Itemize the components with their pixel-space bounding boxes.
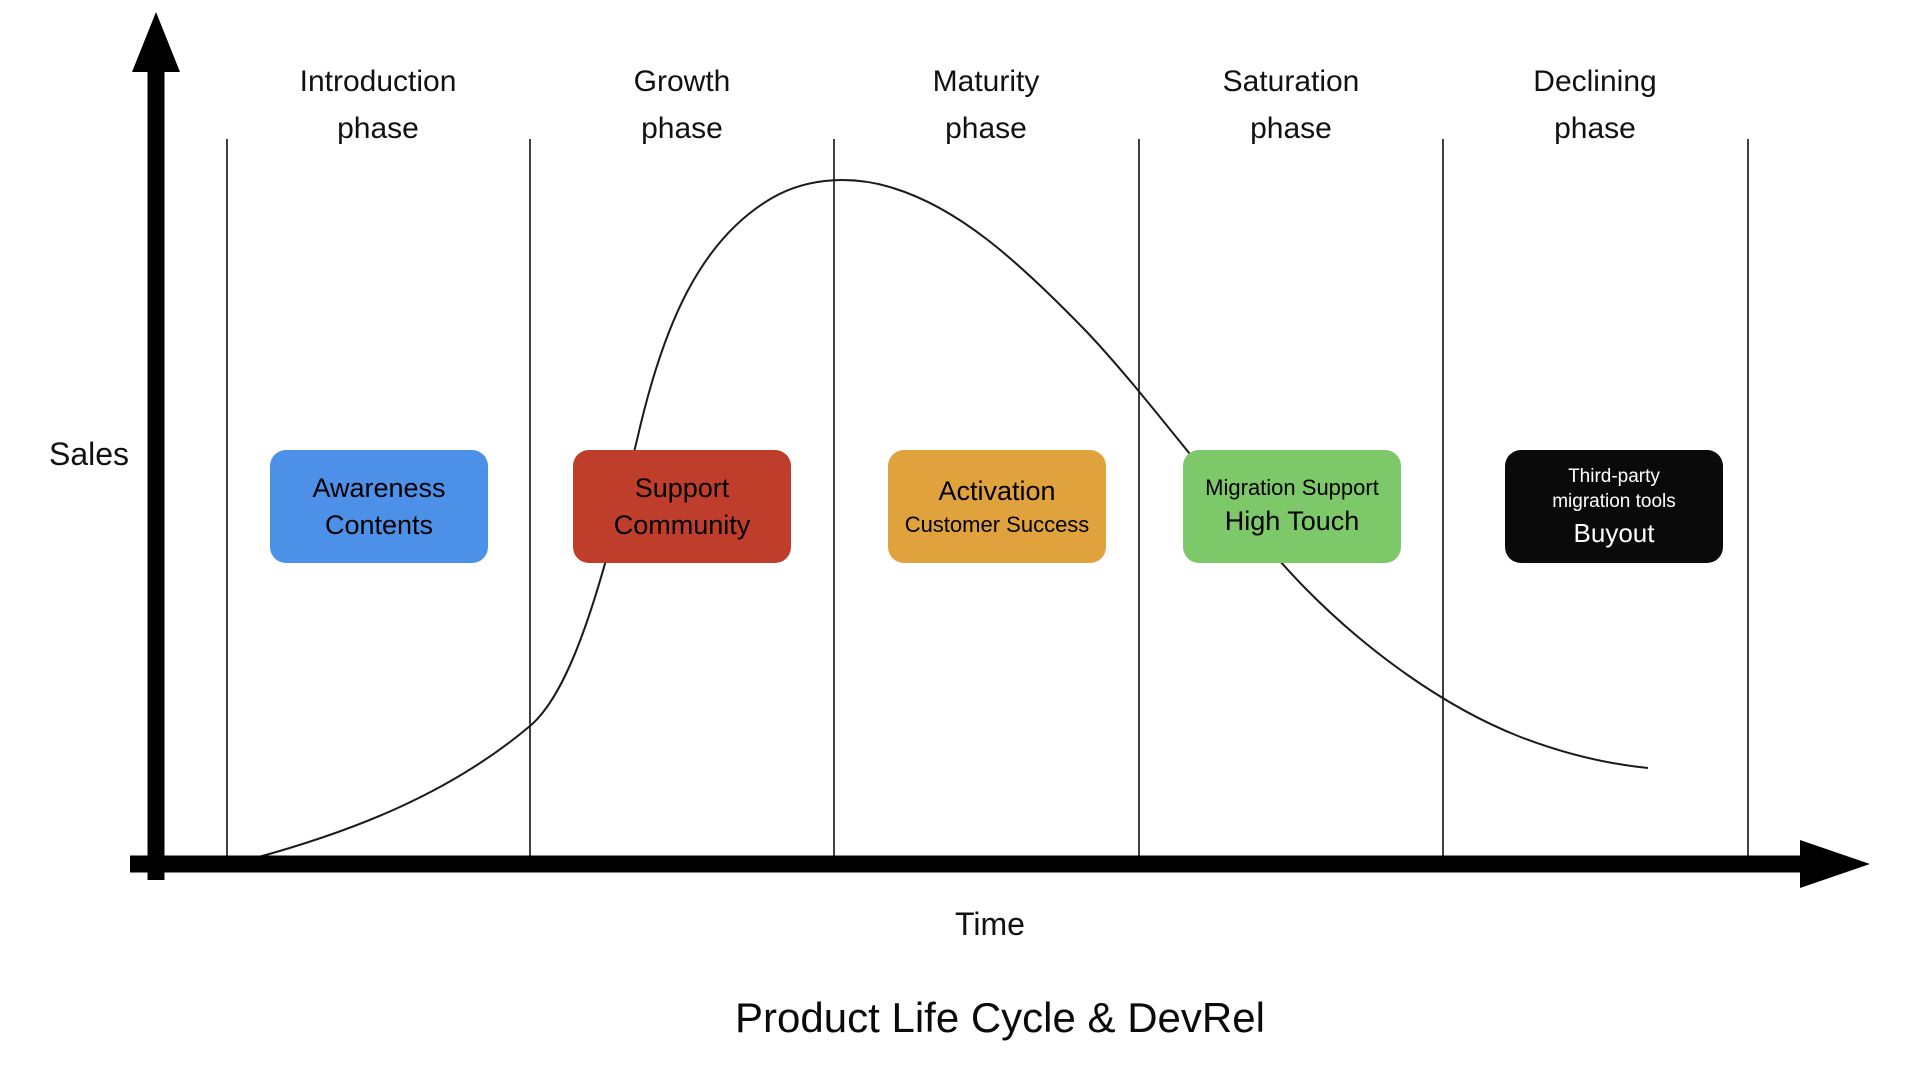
phase-word: phase	[945, 112, 1027, 145]
box-support-community: Support Community	[573, 450, 791, 563]
box-line: Activation	[938, 476, 1056, 506]
box-line: Migration Support	[1205, 475, 1379, 500]
y-axis-label: Sales	[48, 436, 130, 472]
box-third-party-buyout: Third-party migration tools Buyout	[1505, 450, 1723, 563]
phase-label-saturation: Saturation phase	[1141, 58, 1441, 152]
phase-name: Maturity	[932, 65, 1040, 98]
phase-word: phase	[337, 112, 419, 145]
phase-word: phase	[1554, 112, 1636, 145]
box-line: Customer Success	[904, 512, 1090, 537]
phase-label-declining: Declining phase	[1445, 58, 1745, 152]
phase-name: Introduction	[299, 65, 457, 98]
phase-word: phase	[1250, 112, 1332, 145]
box-awareness-contents: Awareness Contents	[270, 450, 488, 563]
box-line: Awareness	[312, 472, 446, 503]
box-line: migration tools	[1552, 490, 1676, 512]
phase-label-maturity: Maturity phase	[836, 58, 1136, 152]
box-line: Third-party	[1568, 465, 1660, 487]
phase-name: Saturation	[1222, 65, 1360, 98]
box-activation-customer-success: Activation Customer Success	[888, 450, 1106, 563]
x-axis-arrowhead-icon	[1800, 840, 1870, 888]
box-line: Community	[613, 509, 751, 540]
y-axis-arrowhead-icon	[132, 12, 180, 72]
phase-label-growth: Growth phase	[532, 58, 832, 152]
diagram-title: Product Life Cycle & DevRel	[735, 994, 1265, 1041]
box-line: Buyout	[1573, 517, 1655, 548]
box-line: Support	[634, 472, 730, 503]
x-axis-label: Time	[955, 906, 1025, 942]
phase-name: Declining	[1533, 65, 1657, 98]
phase-label-introduction: Introduction phase	[228, 58, 528, 152]
box-line: High Touch	[1224, 506, 1360, 536]
box-line: Contents	[324, 509, 434, 540]
box-migration-support-high-touch: Migration Support High Touch	[1183, 450, 1401, 563]
lifecycle-curve	[254, 179, 1649, 859]
phase-name: Growth	[633, 65, 731, 98]
phase-word: phase	[641, 112, 723, 145]
